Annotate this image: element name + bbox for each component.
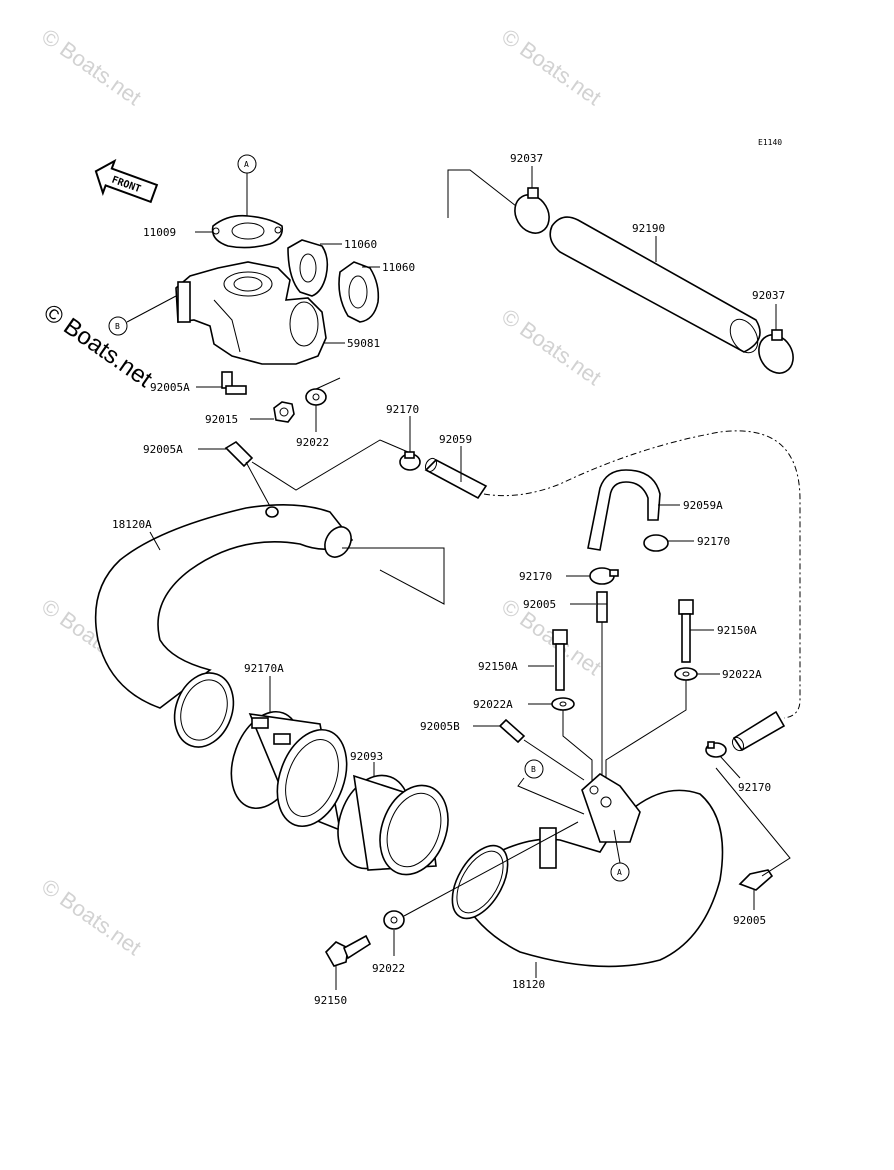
bolt-92150a-right — [678, 599, 694, 663]
washer-92022a-left — [551, 697, 575, 711]
washer-92022-top — [305, 388, 327, 406]
ref-a-bottom: A — [610, 829, 630, 882]
label-92022-top: 92022 — [296, 436, 329, 449]
label-92150-low: 92150 — [314, 994, 347, 1007]
clamp-92170-top — [399, 451, 421, 471]
hose-92059 — [424, 457, 488, 500]
fitting-92005-mid — [596, 591, 608, 623]
watermark-2: © Boats.net — [497, 24, 606, 111]
hose-92059a — [587, 469, 661, 551]
label-92022-low: 92022 — [372, 962, 405, 975]
label-92150a-left: 92150A — [478, 660, 518, 673]
exhaust-pipe-18120 — [451, 773, 724, 968]
hose-small-right — [731, 710, 786, 752]
exhaust-pipe-18120a — [94, 504, 354, 748]
hose-92190 — [549, 216, 761, 354]
label-92005b: 92005B — [420, 720, 460, 733]
watermark-overlay: © Boats.net — [39, 299, 158, 393]
label-92059: 92059 — [439, 433, 472, 446]
sleeve-92093 — [337, 774, 449, 876]
clamp-92170-low — [705, 741, 727, 758]
clamp-92037-a — [514, 187, 550, 234]
label-92170-right: 92170 — [697, 535, 730, 548]
clamp-92170a — [230, 710, 348, 832]
gasket-11060-b — [338, 261, 380, 323]
exhaust-manifold-59081 — [175, 261, 327, 365]
nut-92015 — [273, 401, 295, 423]
bolt-92150-low — [325, 934, 372, 967]
label-92170-low: 92170 — [738, 781, 771, 794]
label-59081: 59081 — [347, 337, 380, 350]
label-92037-a: 92037 — [510, 152, 543, 165]
watermark-6: © Boats.net — [37, 874, 146, 961]
label-92170-mid: 92170 — [519, 570, 552, 583]
clamp-92170-right — [643, 534, 669, 552]
label-11060-a: 11060 — [344, 238, 377, 251]
ref-b-bottom: B — [517, 759, 585, 815]
label-92005a-top: 92005A — [150, 381, 190, 394]
label-11009: 11009 — [143, 226, 176, 239]
label-92022a-right: 92022A — [722, 668, 762, 681]
label-92150a-right: 92150A — [717, 624, 757, 637]
label-92037-b: 92037 — [752, 289, 785, 302]
clamp-92170-mid — [589, 567, 619, 585]
bolt-92150a-left — [552, 629, 568, 691]
label-92005-low: 92005 — [733, 914, 766, 927]
label-92005-mid: 92005 — [523, 598, 556, 611]
diagram-code: E1140 — [758, 138, 782, 147]
label-92170a: 92170A — [244, 662, 284, 675]
watermark-3: © Boats.net — [497, 304, 606, 391]
fitting-92005a-mid — [224, 440, 254, 468]
fitting-92005a-top — [221, 371, 247, 395]
label-92015: 92015 — [205, 413, 238, 426]
label-92059a: 92059A — [683, 499, 723, 512]
ref-b-top-label: B — [115, 322, 120, 331]
fitting-92005b — [498, 718, 526, 744]
label-11060-b: 11060 — [382, 261, 415, 274]
label-92005a-mid: 92005A — [143, 443, 183, 456]
label-92170-top: 92170 — [386, 403, 419, 416]
label-92190: 92190 — [632, 222, 665, 235]
ref-b-top: B — [108, 295, 177, 336]
gasket-11060-a — [287, 239, 329, 297]
label-18120: 18120 — [512, 978, 545, 991]
washer-92022a-right — [674, 667, 698, 681]
label-92022a-left: 92022A — [473, 698, 513, 711]
watermark-1: © Boats.net — [37, 24, 146, 111]
ref-b-bottom-label: B — [531, 765, 536, 774]
ref-a-bottom-label: A — [617, 868, 622, 877]
washer-92022-low — [383, 910, 405, 930]
clamp-92037-b — [758, 329, 794, 374]
gasket-11009 — [211, 214, 284, 249]
label-18120a: 18120A — [112, 518, 152, 531]
label-92093: 92093 — [350, 750, 383, 763]
ref-a-top-label: A — [244, 160, 249, 169]
front-arrow: FRONT — [94, 158, 159, 204]
